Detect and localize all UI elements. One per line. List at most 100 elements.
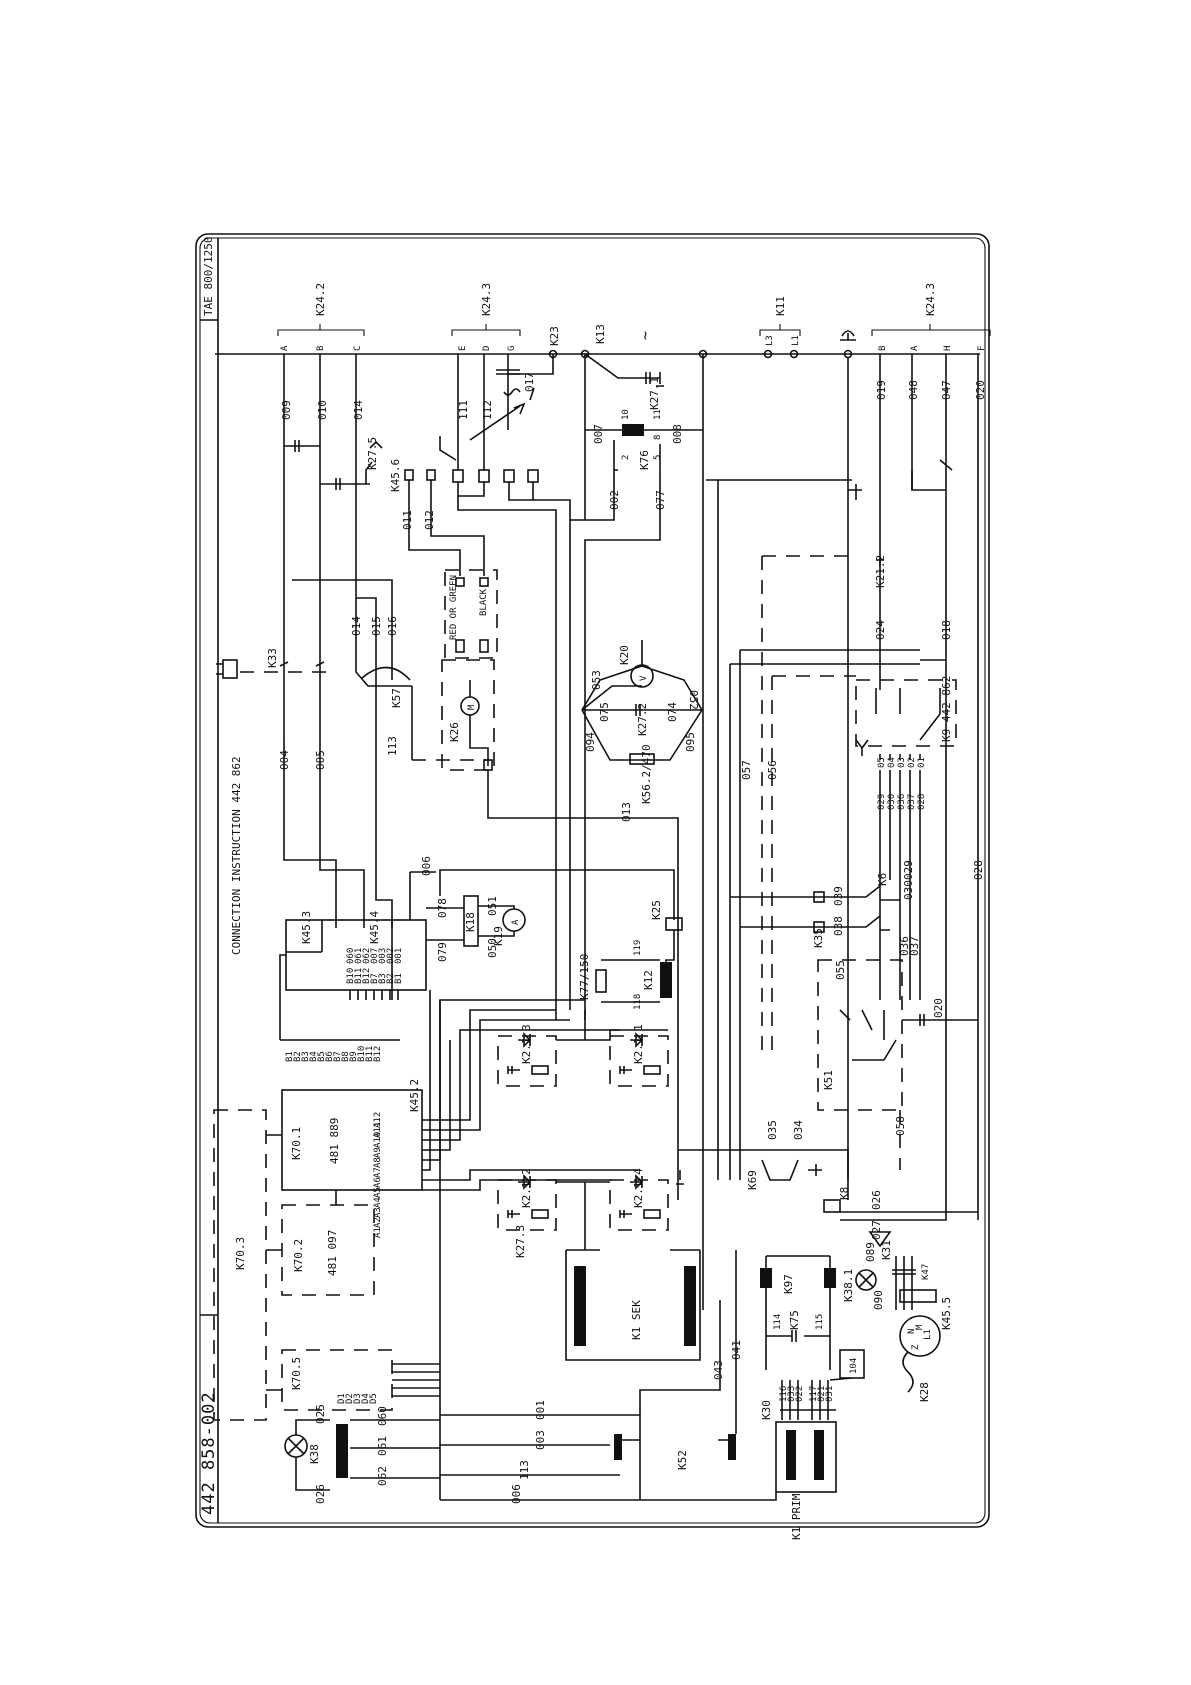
k28-k45-5-block: K47 K45.5 N M L1 Z K28	[892, 1256, 953, 1402]
b-pin-5: B5	[317, 1051, 327, 1062]
k45-3-wire-002: 002	[386, 948, 396, 964]
k45-3-pin-b7: B7	[370, 973, 380, 984]
k28-pin-l1: L1	[923, 1329, 933, 1340]
k38-label: K38	[308, 1444, 321, 1464]
k70-5-pin-d5: D5	[369, 1393, 379, 1404]
wire-053: 053	[590, 670, 603, 690]
k2-1-4-label: K2.1 4	[632, 1168, 645, 1208]
k24-3-top-label: K24.3	[480, 283, 493, 316]
wire-010: 010	[316, 400, 329, 420]
k9-pin-05: 05	[877, 757, 887, 768]
b-pin-3: B3	[301, 1051, 311, 1062]
k45-2-pin-a6: A6	[373, 1177, 383, 1188]
k21-2-label: K21.2	[874, 555, 887, 588]
wire-002: 002	[608, 490, 621, 510]
k45-3-wire-060: 060	[346, 948, 356, 964]
wire-001: 001	[534, 1400, 547, 1420]
wire-005: 005	[314, 750, 327, 770]
wire-048: 048	[907, 380, 920, 400]
k2-1-2-label: K2.1 2	[520, 1168, 533, 1208]
k52-block: 001 003 113 006 K52 043 041	[439, 1000, 743, 1504]
terminal-b2: B	[878, 346, 888, 351]
wire-113: 113	[386, 736, 399, 756]
k45-4-label: K45.4	[368, 911, 381, 944]
wire-006: 006	[420, 856, 433, 876]
wire-089: 089	[864, 1242, 877, 1262]
k76-pin-5: 5	[653, 455, 663, 460]
terminal-f: F	[977, 346, 987, 351]
b-pin-list: B1 B2 B3 B4 B5 B6 B7 B8 B9 B10 B11 B12	[280, 1039, 400, 1062]
k9-wire-037: 037	[907, 794, 917, 810]
k45-3-wire-061: 061	[354, 948, 364, 964]
wire-075: 075	[598, 702, 611, 722]
wire-011: 011	[401, 510, 414, 530]
wire-014: 014	[352, 400, 365, 420]
k26-label: K26	[448, 722, 461, 742]
k24-2-terminal-block: K24.2 A B C	[277, 283, 365, 351]
k70-5-pin-d2: D2	[345, 1393, 355, 1404]
terminal-c: C	[353, 346, 363, 351]
k28-pin-n: N	[907, 1329, 917, 1334]
k24-3-bottom-terminal-block: K24.3 B A H F	[871, 283, 991, 351]
k9-wire-029: 029	[877, 794, 887, 810]
wire-030b: 030	[902, 880, 915, 900]
k45-3-wire-001: 001	[394, 948, 404, 964]
wire-061: 061	[376, 1436, 389, 1456]
wire-017: 017	[523, 372, 536, 392]
wire-020b: 020	[932, 998, 945, 1018]
wire-039: 039	[832, 886, 845, 906]
k9-pin-01: 01	[917, 757, 927, 768]
k25-k12-block: K25 K12 K77/150 119 118	[578, 900, 683, 1010]
k45-3-wire-003: 003	[378, 948, 388, 964]
k24-2-label: K24.2	[314, 283, 327, 316]
wire-016: 016	[386, 616, 399, 636]
k45-3-pin-b3: B3	[378, 973, 388, 984]
k9-pin-04: 04	[887, 757, 897, 768]
wire-013: 013	[620, 802, 633, 822]
k76-pin-8: 8	[653, 435, 663, 440]
k25-label: K25	[650, 900, 663, 920]
k1-prim-label: K1 PRIM	[790, 1493, 803, 1540]
k76-label: K76	[638, 450, 651, 470]
wire-056: 056	[766, 760, 779, 780]
wire-038: 038	[832, 916, 845, 936]
k70-5-pin-d1: D1	[337, 1393, 347, 1404]
k30-wire-031: 031	[825, 1386, 835, 1402]
k45-3-label: K45.3	[300, 911, 313, 944]
wire-008: 008	[671, 424, 684, 444]
k76-pin-10: 10	[621, 409, 631, 420]
k30-wire-117: 117	[809, 1386, 819, 1402]
sheet-frame	[195, 233, 990, 1528]
wire-034: 034	[792, 1120, 805, 1140]
k27-1-k76-block: K27.1 10 2 11 8 5 K76 002 077	[570, 353, 704, 1310]
k26-motor: M K26 013	[441, 659, 679, 1200]
k56-2-label: K56.2/470	[640, 744, 653, 804]
wire-079: 079	[436, 942, 449, 962]
k2-1-1-label: K2.1 1	[632, 1024, 645, 1064]
b-pin-2: B2	[293, 1051, 303, 1062]
wire-029b: 029	[902, 860, 915, 880]
k70-5-label: K70.5	[290, 1357, 303, 1390]
k18-label: K18	[464, 912, 477, 932]
k30-k1-prim-block: 116 033 022 117 021 031 K30 K1 PRIM	[740, 1380, 837, 1540]
k30-wire-116: 116	[779, 1386, 789, 1402]
k97-label: K97	[782, 1274, 795, 1294]
wire-024: 024	[874, 620, 887, 640]
k23-label: K23	[548, 326, 561, 346]
k28-pin-m: M	[915, 1324, 925, 1330]
wire-026: 026	[314, 1484, 327, 1504]
wire-026b: 026	[870, 1190, 883, 1210]
k9-wire-028: 028	[917, 794, 927, 810]
k70-5-pin-d3: D3	[353, 1393, 363, 1404]
k27-5-label: K27.5	[366, 437, 379, 470]
k18-k19-block: K18 A K19 078 079 051 050	[426, 869, 675, 962]
k45-2-pin-a8: A8	[373, 1157, 383, 1168]
k45-3-pin-b2: B2	[386, 973, 396, 984]
k27-3-label: K27.3	[514, 1225, 527, 1258]
model-label: TAE 800/1250	[202, 237, 215, 316]
wire-090: 090	[872, 1290, 885, 1310]
wire-018: 018	[940, 620, 953, 640]
k24-2-wiring: K27.5	[283, 354, 393, 660]
k6-label: K6	[876, 873, 889, 886]
